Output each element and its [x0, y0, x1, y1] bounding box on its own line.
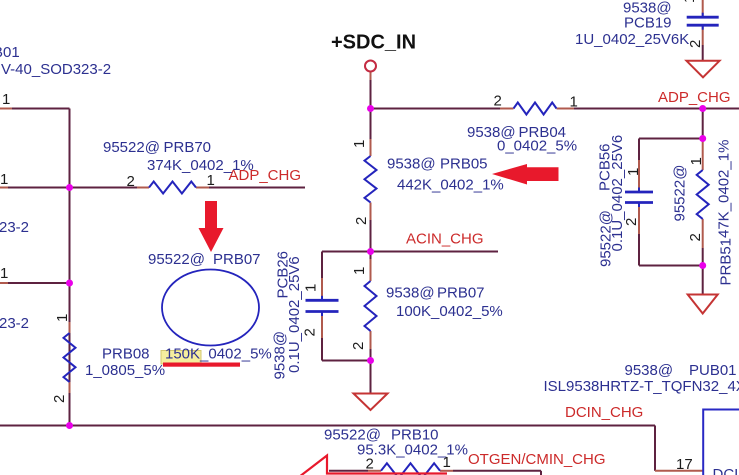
part-val-top-left: V-40_SOD323-2: [1, 61, 111, 78]
refdes-prb07-circled: PRB07: [213, 251, 261, 268]
vendor-prb10: 95522@: [324, 427, 381, 444]
pin1-pcb26: 1: [303, 284, 320, 292]
pin1-prb04: 1: [570, 94, 578, 111]
pin2-prb70: 2: [127, 173, 135, 190]
value-prb08: 1_0805_5%: [85, 362, 165, 379]
pin1-pcb56: 1: [625, 168, 642, 176]
refdes-prb04: PRB04: [519, 124, 567, 141]
refdes-prb08: PRB08: [102, 346, 150, 363]
vendor-pcb56: 95522@: [598, 210, 615, 267]
value-prb07-circled: 150K_0402_5%: [165, 346, 272, 363]
value-prb10: 95.3K_0402_1%: [357, 442, 468, 459]
junction-left-dcin: [66, 422, 73, 429]
pin2-prb51: 2: [687, 233, 704, 241]
pin2-prb08: 2: [51, 395, 68, 403]
ic-pin-name-dcin: DCIN: [713, 466, 739, 475]
part-ref-top-left: B01: [0, 44, 20, 61]
vendor-prb07-resistor: 9538@: [386, 285, 435, 302]
refdes-pcb56: PCB56: [597, 143, 614, 191]
pin-label-left-a: 1: [2, 91, 10, 108]
vendor-prb07-circled: 95522@: [148, 251, 205, 268]
ground-acin: [351, 392, 390, 412]
net-label-dcin-chg: DCIN_CHG: [565, 404, 643, 421]
part-val-left-2: 23-2: [0, 219, 29, 236]
net-label-otgen-cmin: OTGEN/CMIN_CHG: [468, 451, 606, 468]
pin1-prb07-resistor: 1: [351, 267, 368, 275]
pin1-prb51: 1: [688, 157, 705, 165]
ground-prb51: [685, 293, 720, 316]
resistor-prb04: [512, 100, 558, 117]
value-prb05: 442K_0402_1%: [397, 177, 504, 194]
junction-acin-bottom: [367, 357, 374, 364]
annotation-underline: [163, 362, 240, 367]
annotation-arrow-outline: [299, 453, 447, 475]
resistor-prb05: [362, 155, 379, 204]
vendor-pcb19: 9538@: [623, 0, 672, 17]
pin2-pcb26: 2: [302, 328, 319, 336]
resistor-prb08: [61, 332, 78, 383]
junction-left-adp: [66, 184, 73, 191]
value-pcb56: 0.1U_0402_25V6: [609, 135, 626, 252]
vendor-prb70: 95522@: [103, 139, 160, 156]
ic-pub01-outline: [702, 408, 739, 475]
pin1-prb05: 1: [351, 140, 368, 148]
junction-pcb56-top: [699, 135, 707, 142]
refdes-pcb26: PCB26: [275, 251, 292, 299]
resistor-prb70: [148, 179, 197, 196]
vendor-pcb26: 9538@: [272, 331, 289, 380]
pin1-prb70: 1: [207, 172, 215, 189]
resistor-prb10: [380, 461, 441, 475]
resistor-prb07: [362, 280, 379, 332]
junction-adp-right: [699, 105, 707, 112]
port-circle-sdc-in: [364, 59, 377, 73]
refdes-pcb19: PCB19: [624, 15, 672, 32]
value-pub01: ISL9538HRTZ-T_TQFN32_4X4: [544, 378, 739, 395]
resistor-prb51: [695, 169, 711, 220]
part-val-left-3: 23-2: [0, 315, 29, 332]
refdes-prb51: PRB51: [718, 238, 735, 286]
value-pcb26: 0.1U_0402_25V6: [286, 256, 303, 373]
pin1-prb10: 1: [443, 454, 451, 471]
annotation-arrow-left: [492, 164, 559, 185]
ground-pcb19: [684, 59, 722, 79]
value-pcb19: 1U_0402_25V6K: [575, 31, 689, 48]
pin2-pcb56: 2: [623, 218, 640, 226]
pin2-prb04: 2: [494, 93, 502, 110]
value-prb51: 47K_0402_1%: [716, 140, 733, 238]
refdes-pub01: PUB01: [689, 362, 737, 379]
vendor-prb51: 95522@: [672, 165, 689, 222]
pin2-prb10: 2: [366, 456, 374, 473]
pin2-prb07-resistor: 2: [350, 342, 367, 350]
pin-label-left-c: 1: [0, 265, 8, 282]
refdes-prb07-resistor: PRB07: [437, 285, 485, 302]
value-prb07-resistor: 100K_0402_5%: [396, 303, 503, 320]
pin1-prb08: 1: [54, 314, 71, 322]
vendor-prb05: 9538@: [387, 156, 436, 173]
vendor-pub01: 9538@: [625, 362, 674, 379]
junction-left-mid: [66, 279, 73, 287]
port-title-sdc-in: +SDC_IN: [331, 32, 416, 54]
refdes-prb05: PRB05: [440, 156, 488, 173]
junction-sdc-top: [367, 105, 374, 112]
net-label-acin-chg: ACIN_CHG: [406, 231, 484, 248]
annotation-ellipse: [161, 268, 260, 347]
pin2-prb05: 2: [353, 217, 370, 225]
pin2-pcb19: 2: [687, 40, 704, 48]
refdes-prb70: PRB70: [164, 139, 212, 156]
value-prb70: 374K_0402_1%: [147, 157, 254, 174]
junction-pcb56-bot: [699, 262, 707, 269]
pin1-pcb19: 1: [681, 0, 698, 3]
value-prb04: 0_0402_5%: [497, 138, 577, 155]
annotation-arrow-down: [198, 201, 224, 252]
refdes-prb10: PRB10: [391, 427, 439, 444]
net-label-adp-chg-left: ADP_CHG: [229, 167, 302, 184]
pin-label-left-b: 1: [0, 171, 8, 188]
junction-acin: [367, 248, 374, 255]
vendor-prb04: 9538@: [467, 124, 516, 141]
ic-pin-number-17: 17: [676, 456, 693, 473]
net-label-adp-chg-right: ADP_CHG: [658, 89, 731, 106]
